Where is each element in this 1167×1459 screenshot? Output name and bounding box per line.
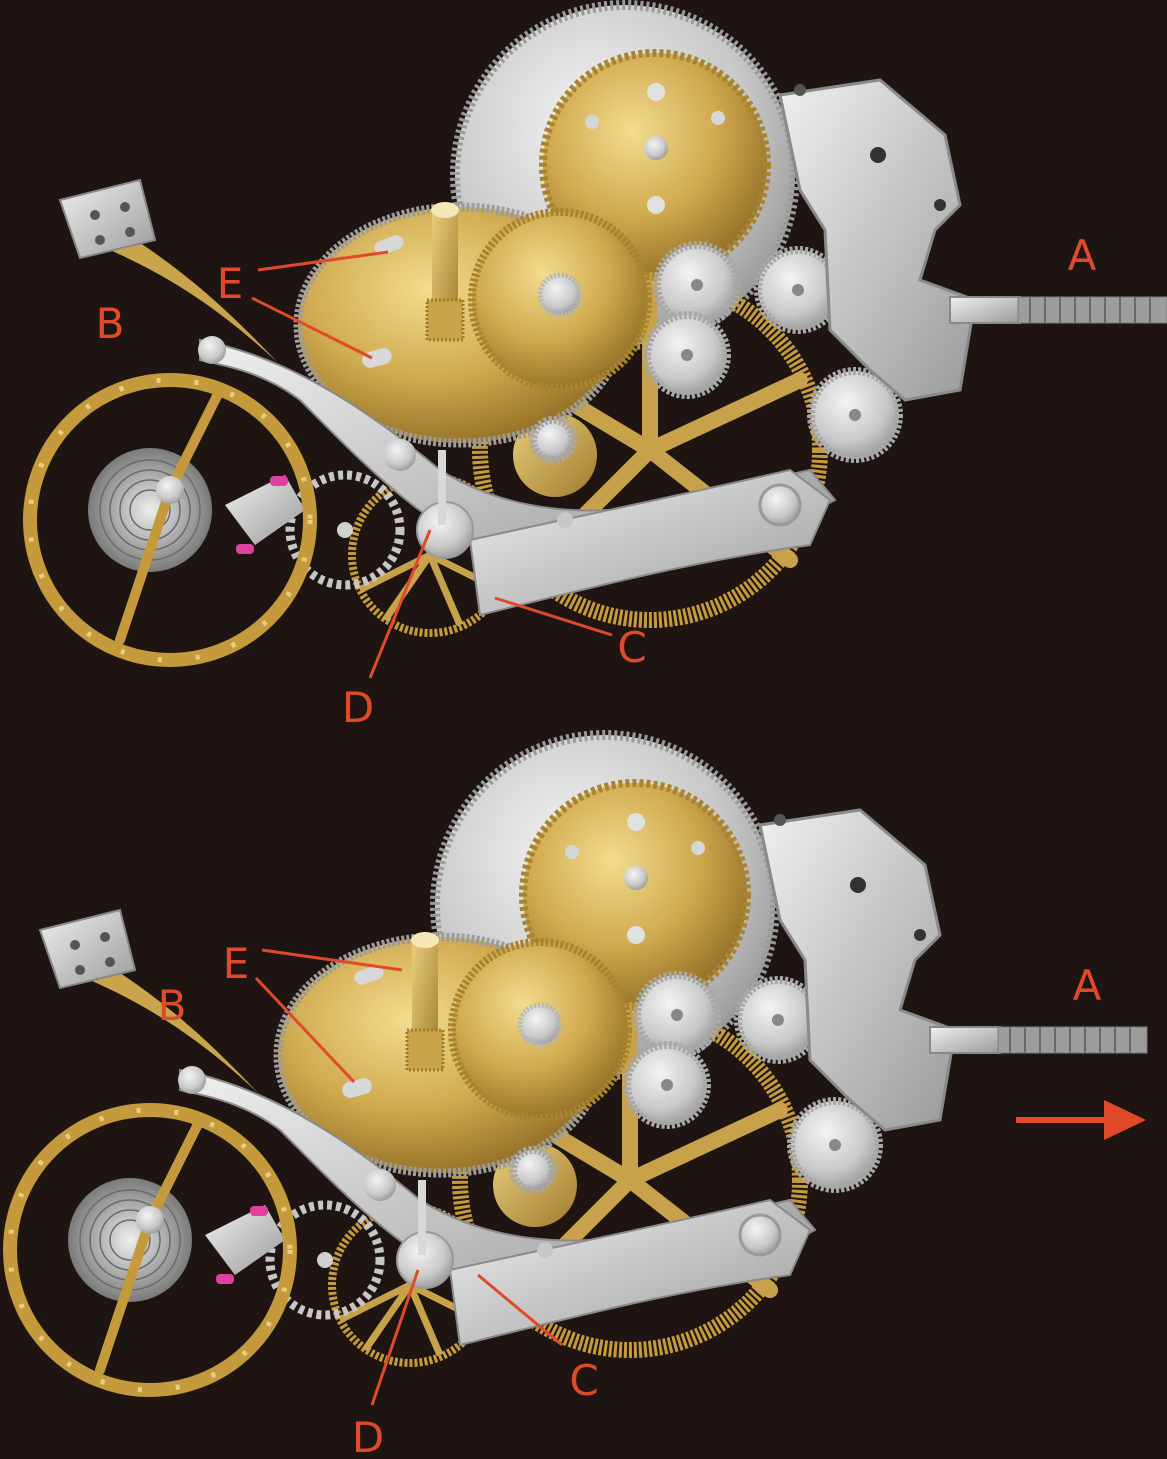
mechanism-illustration: [30, 5, 1167, 660]
label-b: B: [158, 981, 187, 1030]
label-b: B: [96, 299, 125, 348]
label-c: C: [569, 1356, 598, 1405]
label-a: A: [1068, 231, 1097, 280]
top-panel: A B E C D: [30, 5, 1167, 732]
label-d: D: [352, 1413, 384, 1459]
label-e: E: [217, 259, 244, 308]
label-c: C: [617, 623, 646, 672]
mechanism-illustration: [10, 735, 1147, 1390]
label-e: E: [223, 939, 250, 988]
right-arrow-icon: [1016, 1100, 1146, 1140]
label-d: D: [342, 683, 374, 732]
label-a: A: [1073, 961, 1102, 1010]
bottom-panel: A B E C D: [10, 735, 1147, 1459]
